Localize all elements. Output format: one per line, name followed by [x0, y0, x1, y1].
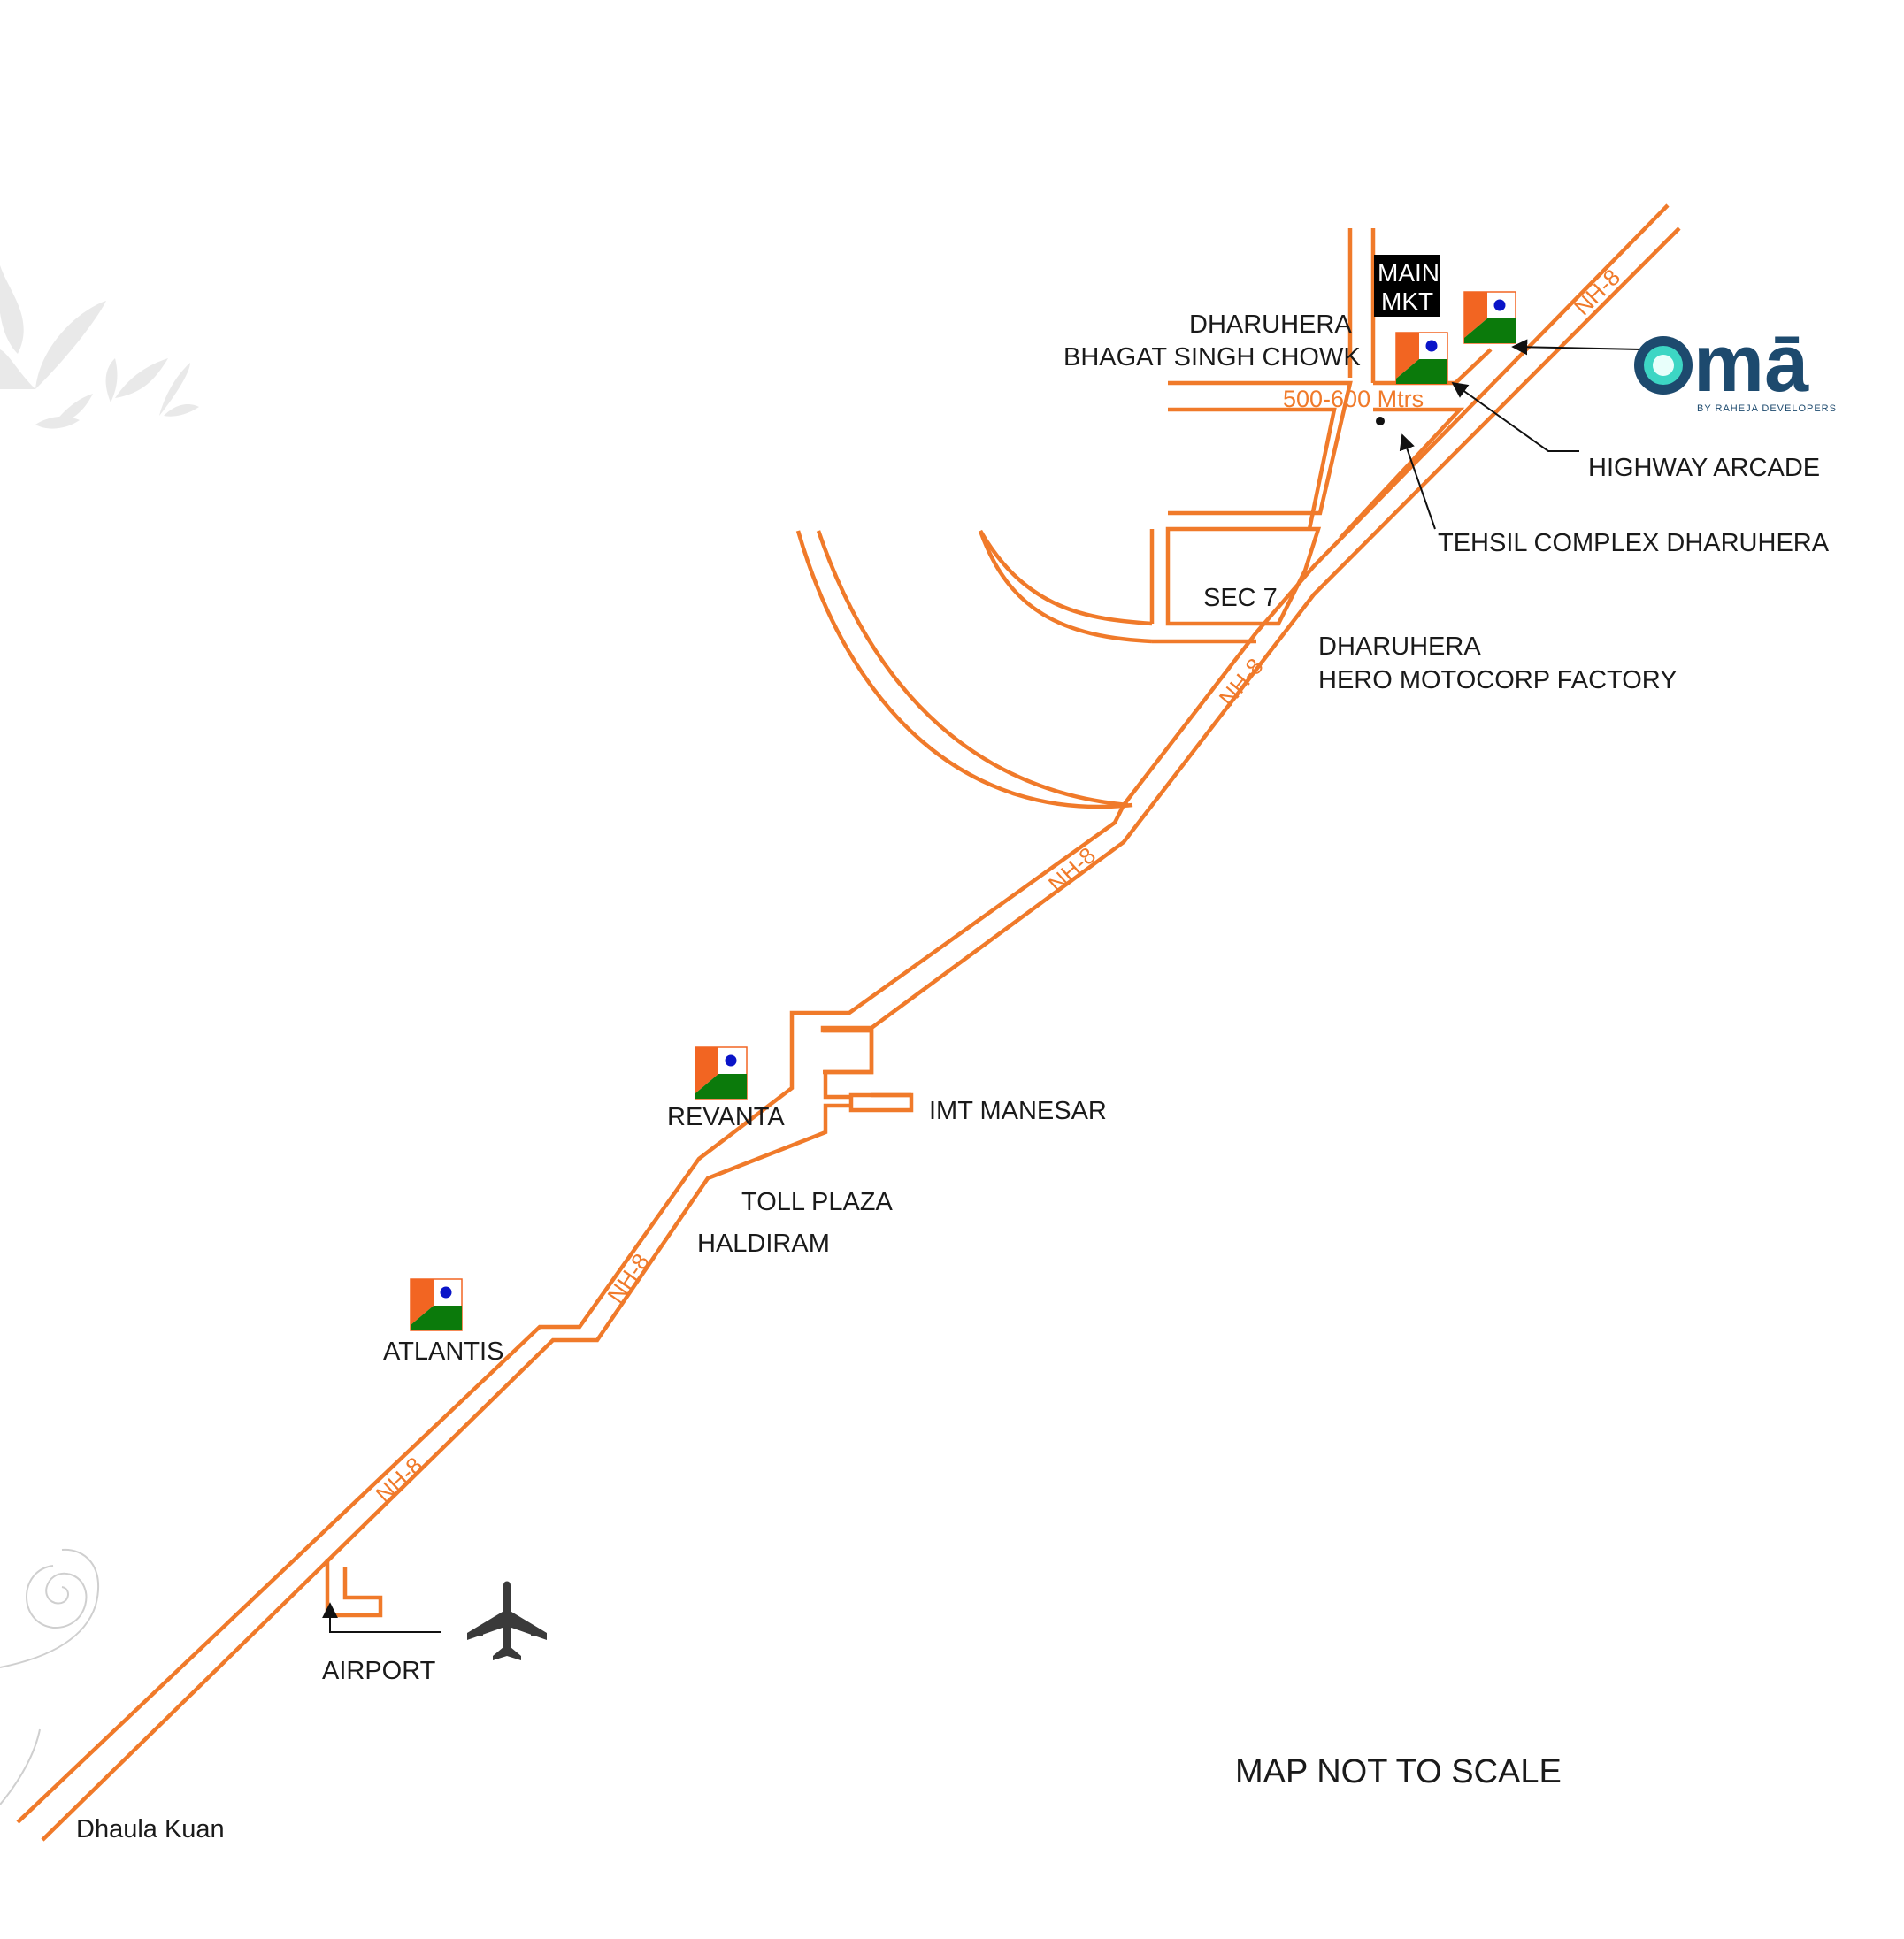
- dhaula-kuan-label: Dhaula Kuan: [76, 1815, 225, 1843]
- logo-wordmark: mā: [1693, 318, 1809, 409]
- arrow-icon: [1451, 381, 1579, 452]
- hero-factory-line1: DHARUHERA: [1318, 632, 1481, 661]
- map-scale-note: MAP NOT TO SCALE: [1235, 1753, 1562, 1790]
- project-flag-icon: [410, 1278, 463, 1331]
- nh8-label-3: NH-8: [1043, 842, 1101, 898]
- bhagat-singh-chowk-line1: DHARUHERA: [1189, 310, 1352, 339]
- arrow-icon: [1511, 339, 1642, 356]
- bhagat-singh-chowk-line2: BHAGAT SINGH CHOWK: [1063, 343, 1361, 372]
- swirl-decoration: [0, 1548, 100, 1805]
- project-flag-icon: [1463, 291, 1516, 344]
- logo-byline: BY RAHEJA DEVELOPERS: [1697, 403, 1837, 414]
- main-market-line1: MAIN: [1378, 259, 1440, 287]
- toll-plaza-label: TOLL PLAZA: [741, 1188, 894, 1216]
- oma-logo: mā BY RAHEJA DEVELOPERS: [1634, 318, 1837, 414]
- project-flag-icon: [695, 1046, 748, 1100]
- atlantis-label: ATLANTIS: [383, 1337, 503, 1366]
- sec7-label: SEC 7: [1203, 584, 1278, 612]
- leaf-decoration: [0, 265, 199, 429]
- main-market-badge: MAIN MKT: [1374, 255, 1440, 317]
- revanta-label: REVANTA: [667, 1103, 785, 1131]
- imt-manesar-label: IMT MANESAR: [929, 1097, 1107, 1125]
- arrow-icon: [322, 1602, 441, 1633]
- main-market-line2: MKT: [1381, 287, 1433, 315]
- distance-label: 500-600 Mtrs: [1283, 386, 1424, 412]
- airplane-icon: [467, 1581, 547, 1660]
- project-flag-icon: [1395, 332, 1448, 385]
- haldiram-label: HALDIRAM: [697, 1230, 830, 1258]
- road-network: [16, 203, 1681, 1842]
- tehsil-dot: [1376, 417, 1385, 425]
- airport-label: AIRPORT: [322, 1657, 436, 1685]
- arrow-icon: [1399, 433, 1436, 530]
- nh8-label-4: NH-8: [602, 1249, 654, 1308]
- highway-arcade-label: HIGHWAY ARCADE: [1588, 454, 1820, 482]
- hero-factory-line2: HERO MOTOCORP FACTORY: [1318, 666, 1678, 694]
- tehsil-complex-label: TEHSIL COMPLEX DHARUHERA: [1438, 529, 1830, 557]
